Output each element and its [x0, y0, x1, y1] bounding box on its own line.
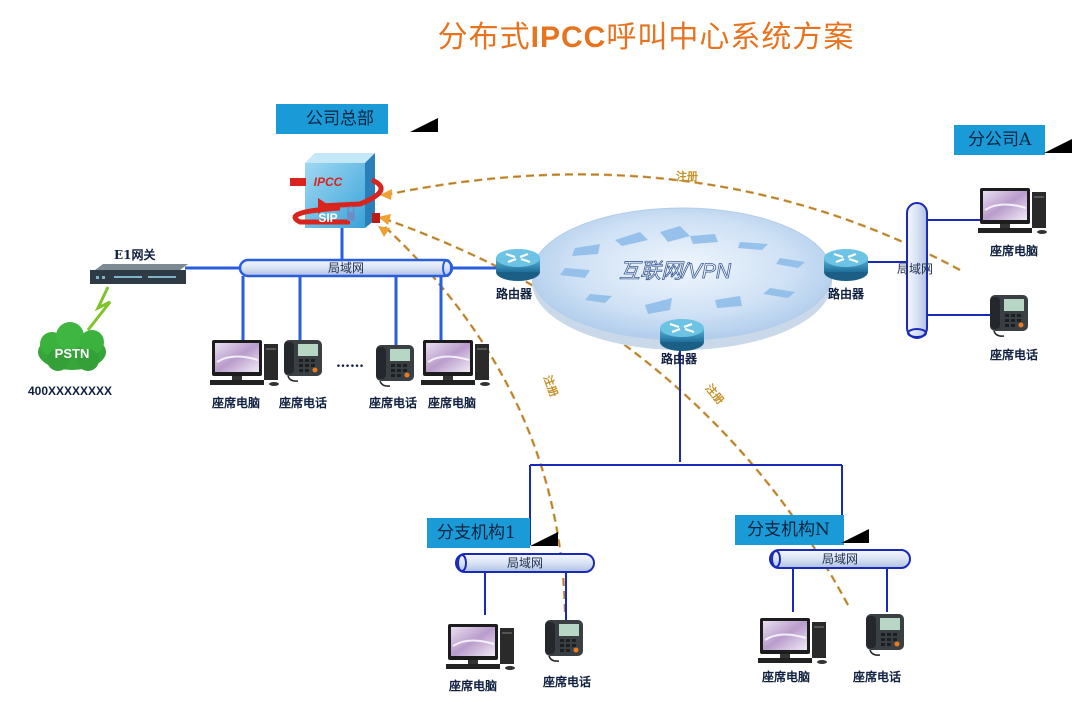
branch-a-pc-icon	[977, 187, 1048, 235]
router-left	[494, 247, 542, 283]
router-left-label: 路由器	[496, 287, 533, 301]
branch-a-phone-icon	[989, 294, 1029, 337]
router-right	[822, 247, 870, 283]
internet-vpn-cloud	[531, 207, 833, 350]
tag-flag-icon	[1044, 139, 1072, 153]
ipcc-sip-server-icon: IPCC SIP	[290, 153, 384, 228]
gateway-label: E1网关	[114, 248, 156, 262]
ipcc-label: IPCC	[314, 175, 343, 189]
tag-flag-icon	[530, 532, 558, 546]
tag-branch-a: 分公司A	[954, 125, 1046, 155]
branch-a-lan-bus	[906, 202, 928, 339]
hq-phone-1-icon	[283, 339, 323, 382]
registration-links	[378, 173, 961, 613]
tag-flag-icon	[841, 529, 869, 543]
branch-a-phone-label: 座席电话	[990, 348, 1039, 362]
branch-1-pc-label: 座席电脑	[449, 679, 498, 693]
sip-label: SIP	[318, 211, 337, 225]
branch-1-pc-icon	[445, 623, 516, 671]
tag-headquarters: 公司总部	[276, 104, 388, 134]
branch-n-lan-bus	[769, 549, 911, 569]
wan-wiring	[484, 219, 990, 620]
hq-lan-bus	[238, 258, 454, 278]
branch-1-phone-label: 座席电话	[543, 675, 592, 689]
internet-vpn-label: 互联网/VPN	[619, 260, 732, 283]
branch-a-pc-label: 座席电脑	[990, 244, 1039, 258]
hq-phone-1-label: 座席电话	[279, 396, 328, 410]
router-bottom	[658, 317, 706, 353]
branch-n-pc-label: 座席电脑	[762, 670, 811, 684]
hq-lan-label: 局域网	[328, 261, 364, 275]
hq-pc-1-icon	[209, 339, 280, 387]
title-prefix: 分布式	[437, 20, 531, 55]
branch-a-lan-label: 局域网	[897, 262, 933, 276]
pstn-link-icon	[86, 286, 112, 331]
pstn-label: PSTN	[55, 346, 90, 361]
tag-flag-icon	[410, 118, 438, 132]
hq-pc-2-label: 座席电脑	[428, 396, 477, 410]
register-label-branch-a: 注册	[676, 170, 698, 183]
branch-n-lan-label: 局域网	[822, 552, 858, 566]
page-title: 分布式IPCC呼叫中心系统方案	[0, 12, 1082, 56]
branch-n-pc-icon	[757, 617, 828, 665]
branch-1-lan-label: 局域网	[507, 556, 543, 570]
arrowhead-icon	[378, 214, 391, 225]
pstn-number: 400XXXXXXXX	[28, 384, 113, 398]
pstn-cloud-icon	[38, 322, 106, 371]
tag-branch-1: 分支机构1	[427, 518, 530, 548]
arrowhead-icon	[378, 226, 390, 237]
branch-1-phone-icon	[544, 619, 584, 662]
hq-ellipsis: ……	[336, 355, 364, 371]
router-bottom-label: 路由器	[661, 352, 698, 366]
hq-pc-1-label: 座席电脑	[212, 396, 261, 410]
branch-n-phone-icon	[865, 613, 905, 656]
e1-gateway-icon	[90, 264, 188, 284]
branch-1-lan-bus	[455, 553, 595, 573]
hq-phone-2-icon	[375, 344, 415, 387]
title-bold: IPCC	[530, 21, 607, 54]
hq-pc-2-icon	[420, 339, 491, 387]
router-right-label: 路由器	[828, 287, 865, 301]
arrowhead-icon	[380, 189, 392, 200]
tag-branch-n: 分支机构N	[735, 515, 844, 545]
hq-wiring	[185, 228, 498, 345]
hq-phone-2-label: 座席电话	[369, 396, 418, 410]
branch-n-phone-label: 座席电话	[853, 670, 902, 684]
title-suffix: 呼叫中心系统方案	[606, 20, 855, 55]
